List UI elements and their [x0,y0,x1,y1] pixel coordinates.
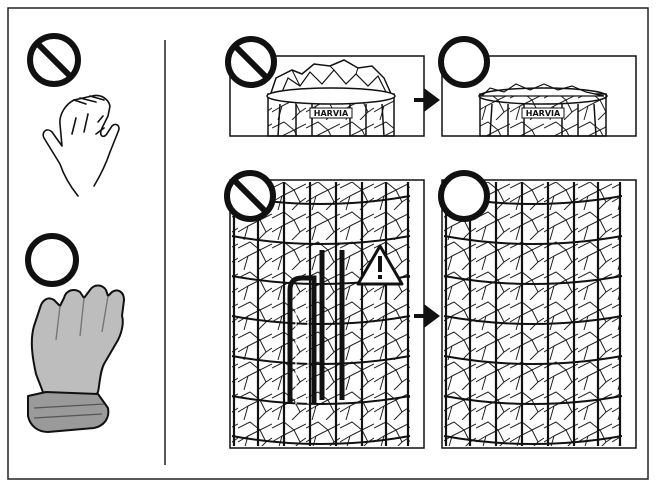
heater-brand-mark: HARVIA [526,109,561,118]
prohibited-icon [225,36,277,88]
gloved-hand-icon [27,284,125,433]
blocked-stones-cage [231,182,411,446]
clean-stones-cage [443,182,623,446]
warning-triangle-icon [356,244,404,286]
arrow-right-icon [414,88,440,112]
allowed-icon [438,36,490,88]
overfilled-heater: HARVIA [266,59,396,137]
prohibited-icon [224,170,276,222]
allowed-icon [438,170,490,222]
prohibited-icon [27,33,81,87]
bare-hand-icon [42,94,120,197]
allowed-icon [25,233,79,287]
arrow-right-icon [414,304,440,328]
heater-brand-mark: HARVIA [314,109,349,118]
correct-heater: HARVIA [478,83,608,137]
